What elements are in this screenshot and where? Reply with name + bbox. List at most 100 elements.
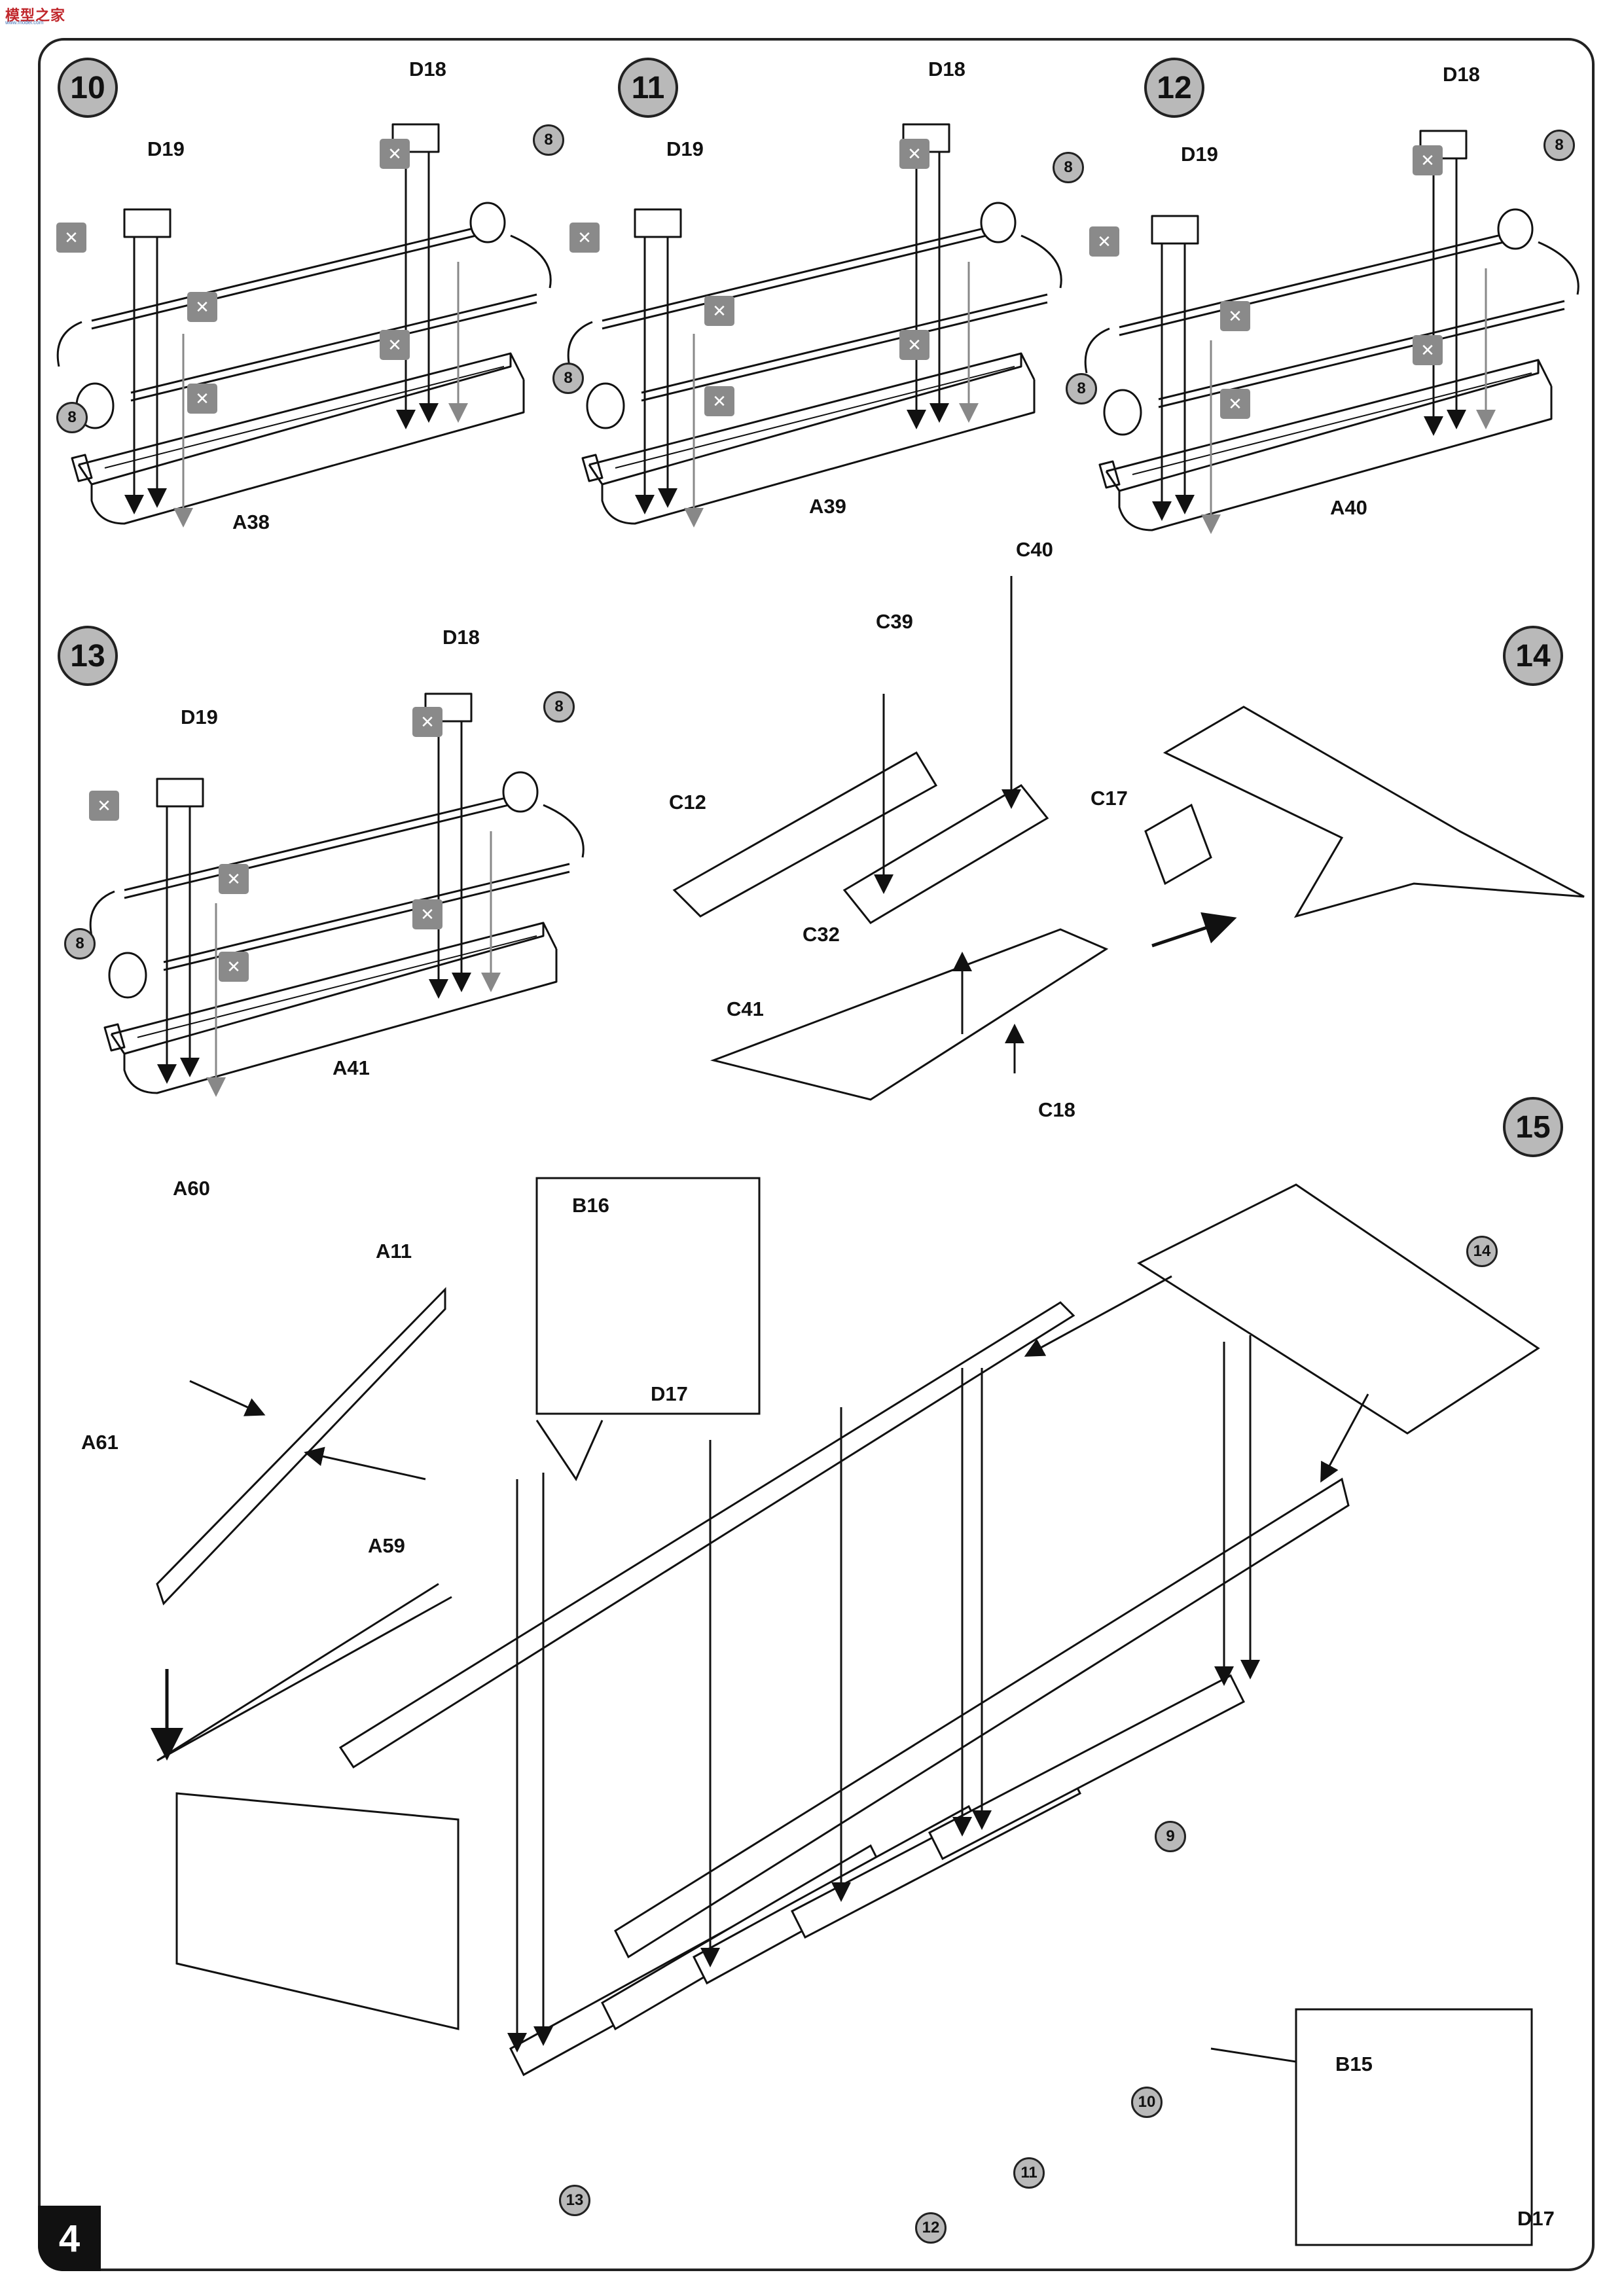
axle-subassembly [1084,130,1579,534]
glue-bottle-icon: ✕ [412,899,442,929]
bracket-c32 [842,784,1049,924]
arrow-icon [1320,1393,1369,1483]
part-label: C39 [876,610,913,633]
trough-edge [77,353,525,485]
part-label: C18 [1038,1098,1075,1121]
glue-bottle-icon: ✕ [899,330,929,360]
ref-callout: 11 [1013,2157,1045,2189]
hub [1103,389,1142,436]
axle-rod [91,221,498,330]
part-label: C40 [1016,538,1053,561]
glue-bottle-icon: ✕ [89,791,119,821]
axle-rod [641,293,1048,402]
frame-assembly [1163,706,1585,918]
page-number: 4 [38,2206,101,2271]
part-label: A61 [81,1431,118,1454]
ref-callout: 8 [56,402,88,433]
trough-edge [1105,359,1553,492]
beam-a11 [156,1287,446,1605]
ref-callout: 8 [533,124,564,156]
ref-callout: 9 [1155,1821,1186,1852]
site-logo-url: www.model.com [5,20,44,26]
arrow-icon [1151,912,1237,948]
glue-bottle-icon: ✕ [1220,301,1250,331]
axle-rod [1158,300,1565,408]
leader-curve [89,804,585,937]
glue-bottle-icon: ✕ [380,330,410,360]
hub [1497,208,1534,250]
part-label: A41 [333,1056,370,1079]
arrow-icon [189,1380,266,1416]
detail-b15 [1295,2008,1533,2246]
detail-pointer [1210,2047,1297,2094]
part-label: A38 [232,511,270,533]
part-label: D19 [181,706,218,728]
axle-rod [602,221,1009,330]
glue-bottle-icon: ✕ [1413,145,1443,175]
step-number-15: 15 [1503,1097,1563,1157]
part-label: D19 [666,137,704,160]
hub [502,771,539,813]
rear-bumper [175,1792,460,2030]
trough-slot [615,366,1015,469]
ref-callout: 12 [915,2212,947,2244]
step-number-13: 13 [58,626,118,686]
part-label: A59 [368,1534,405,1557]
bracket-d19 [634,208,682,238]
ref-callout: 8 [64,928,96,960]
part-label: C32 [803,923,840,946]
part-label: D18 [409,58,446,81]
page-frame [38,38,1595,2271]
part-label: B16 [572,1194,609,1217]
trough-end [71,454,93,482]
glue-bottle-icon: ✕ [187,384,217,414]
trough-edge [588,353,1036,485]
glue-bottle-icon: ✕ [1089,226,1119,257]
part-label: B15 [1335,2053,1373,2075]
part-label: A11 [376,1240,412,1263]
ref-callout: 8 [1066,373,1097,404]
detail-pointer [535,1420,604,1482]
part-label: A60 [173,1177,210,1200]
plate-c41 [710,928,1109,1101]
part-label: D18 [928,58,965,81]
glue-bottle-icon: ✕ [1413,335,1443,365]
hub [980,202,1017,243]
ref-callout: 8 [1053,152,1084,183]
part-label: C41 [727,997,764,1020]
glue-bottle-icon: ✕ [569,223,600,253]
part-label: D18 [442,626,480,649]
part-label: D19 [1181,143,1218,166]
part-label: D18 [1443,63,1480,86]
bracket-d19 [1151,215,1199,245]
step-number-10: 10 [58,58,118,118]
arrow-icon [304,1446,426,1480]
part-label: A40 [1330,496,1367,519]
hub [108,952,147,999]
part-label: D17 [651,1382,688,1405]
bracket-d19 [156,778,204,808]
bracket-c17 [1144,803,1212,886]
trough-base [111,922,558,1094]
glue-bottle-icon: ✕ [1220,389,1250,419]
ref-callout: 8 [1543,130,1575,161]
frame-assembly [1136,1183,1540,1435]
axle-subassembly [56,123,552,528]
part-label: C12 [669,791,706,814]
trough-base [588,352,1036,525]
axle-rod [1119,228,1526,336]
leader-curve [567,234,1062,367]
step-number-14: 14 [1503,626,1563,686]
step-number-11: 11 [618,58,678,118]
trough-end [103,1023,126,1052]
detail-b16 [535,1177,761,1415]
hub [469,202,506,243]
trough-base [1106,359,1553,531]
leader-curve [1084,241,1579,374]
part-label: C17 [1091,787,1128,810]
glue-bottle-icon: ✕ [187,292,217,322]
glue-bottle-icon: ✕ [219,952,249,982]
glue-bottle-icon: ✕ [899,139,929,169]
site-logo: 模型之家 [5,7,66,24]
axle-rod [124,791,531,899]
